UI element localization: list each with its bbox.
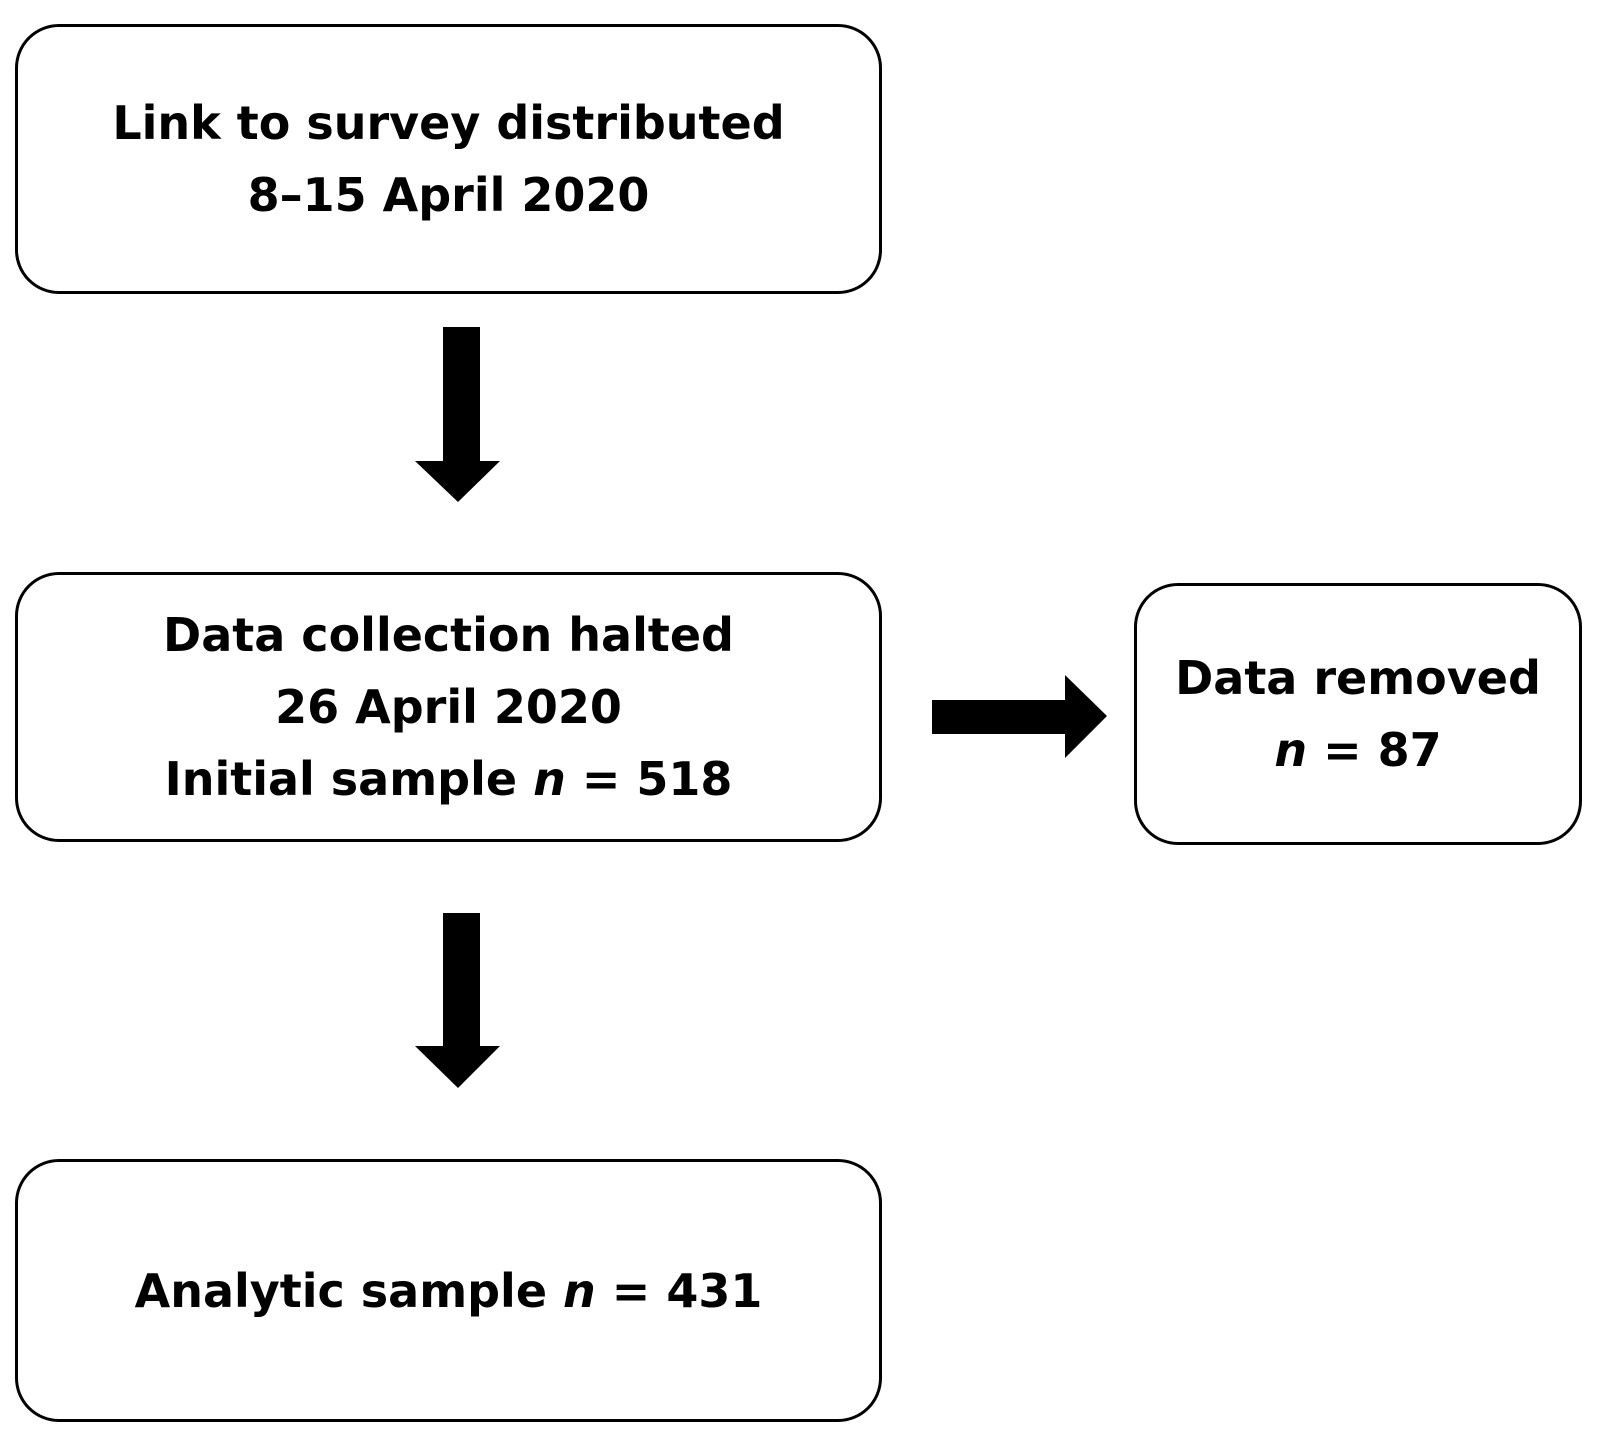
node-data-collection-halted: Data collection halted 26 April 2020 Ini… bbox=[15, 572, 882, 842]
arrow-halted-to-removed bbox=[932, 675, 1107, 758]
arrow-halted-to-analytic bbox=[415, 913, 500, 1088]
node-removed-line-1: Data removed bbox=[1175, 651, 1541, 705]
node-survey-line-2: 8–15 April 2020 bbox=[247, 168, 650, 222]
node-removed-line-2: n = 87 bbox=[1274, 714, 1441, 786]
initial-sample-value: = 518 bbox=[565, 752, 733, 806]
initial-sample-label: Initial sample bbox=[164, 752, 534, 806]
node-survey-line-1: Link to survey distributed bbox=[112, 96, 785, 150]
arrow-survey-to-halted bbox=[415, 327, 500, 502]
node-analytic-sample: Analytic sample n = 431 bbox=[15, 1159, 882, 1422]
node-halted-line-3: Initial sample n = 518 bbox=[165, 743, 733, 815]
node-survey-distributed: Link to survey distributed 8–15 April 20… bbox=[15, 24, 882, 294]
initial-sample-variable: n bbox=[533, 752, 566, 806]
removed-value: = 87 bbox=[1307, 723, 1442, 777]
node-data-removed: Data removed n = 87 bbox=[1134, 583, 1582, 845]
node-analytic-line-1: Analytic sample n = 431 bbox=[135, 1255, 763, 1327]
analytic-sample-variable: n bbox=[563, 1263, 596, 1318]
removed-variable: n bbox=[1274, 723, 1308, 777]
node-halted-line-1: Data collection halted bbox=[163, 608, 734, 662]
node-halted-line-2: 26 April 2020 bbox=[275, 680, 622, 734]
analytic-sample-label: Analytic sample bbox=[134, 1263, 564, 1318]
analytic-sample-value: = 431 bbox=[595, 1263, 763, 1318]
